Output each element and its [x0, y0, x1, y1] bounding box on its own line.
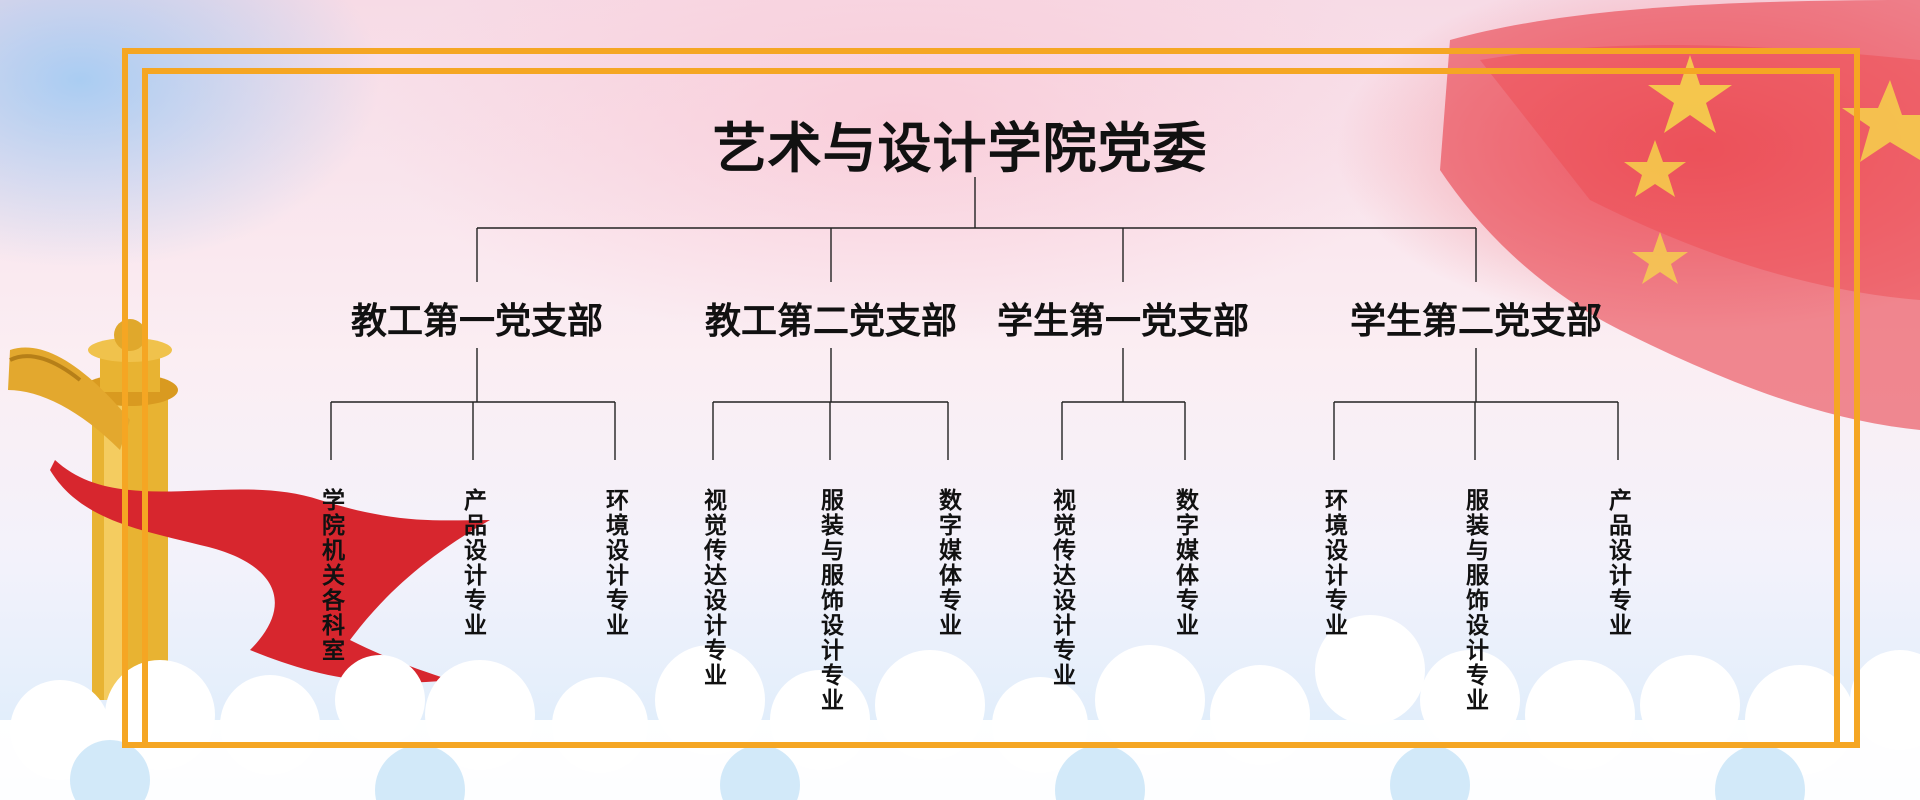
- unit-2-1: 视觉传达设计专业: [699, 488, 727, 688]
- waving-flag-icon: [1440, 0, 1920, 430]
- inner-frame: [142, 68, 1840, 748]
- branch-2-label: 教工第二党支部: [704, 300, 958, 342]
- unit-4-1: 环境设计专业: [1320, 488, 1348, 638]
- unit-3-2: 数字媒体专业: [1171, 488, 1199, 638]
- unit-3-1: 视觉传达设计专业: [1048, 488, 1076, 688]
- branch-4-label: 学生第二党支部: [1349, 300, 1603, 342]
- branch-3-label: 学生第一党支部: [996, 300, 1250, 342]
- star-icon: [1648, 55, 1732, 133]
- unit-4-2: 服装与服饰设计专业: [1461, 488, 1489, 713]
- star-icon: [1842, 80, 1920, 162]
- unit-1-1: 学院机关各科室: [317, 488, 345, 663]
- unit-2-3: 数字媒体专业: [934, 488, 962, 638]
- red-ribbon-icon: [50, 460, 490, 683]
- unit-2-2: 服装与服饰设计专业: [816, 488, 844, 713]
- unit-1-2: 产品设计专业: [459, 488, 487, 638]
- star-icon: [1632, 232, 1688, 284]
- star-icon: [1624, 140, 1686, 197]
- chart-title: 艺术与设计学院党委: [712, 116, 1208, 180]
- unit-4-3: 产品设计专业: [1604, 488, 1632, 638]
- cloud-band-icon: [0, 615, 1920, 800]
- huabiao-pillar-icon: [8, 319, 178, 700]
- unit-1-3: 环境设计专业: [601, 488, 629, 638]
- branch-1-label: 教工第一党支部: [350, 300, 604, 342]
